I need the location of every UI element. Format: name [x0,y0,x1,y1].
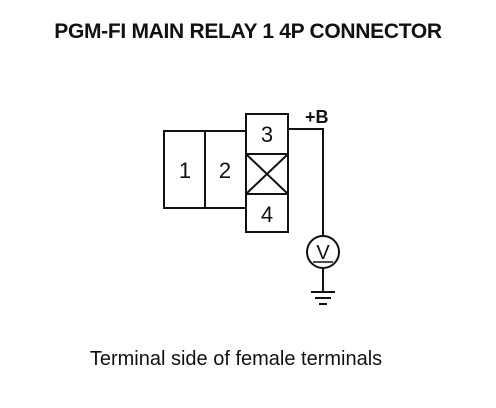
terminal-4-cavity [245,193,289,233]
terminal-1-label: 1 [179,158,191,183]
x-cross-icon [245,153,289,195]
voltmeter-symbol: V [316,242,330,264]
caption-text: Terminal side of female terminals [89,348,383,370]
voltmeter-icon: V [306,235,340,269]
diagram-title: PGM-FI MAIN RELAY 1 4P CONNECTOR [54,20,442,43]
supply-label: +B [305,107,329,127]
ground-icon [311,291,335,305]
terminal-4-label: 4 [261,202,273,227]
terminal-2-label: 2 [219,158,231,183]
test-lead-wire [288,128,324,236]
terminal-3-label: 3 [261,122,273,147]
